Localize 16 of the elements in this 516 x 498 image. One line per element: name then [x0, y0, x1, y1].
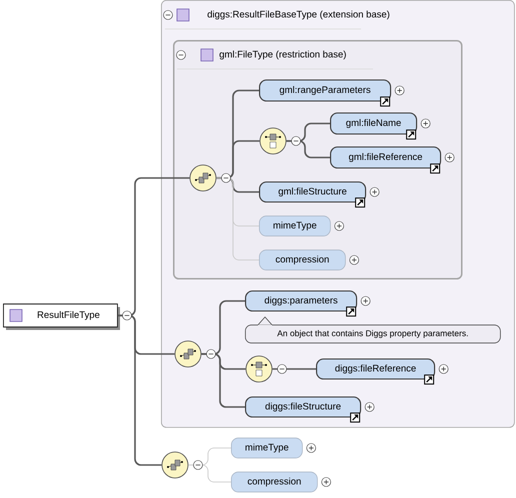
element-box: gml:fileName [330, 112, 418, 135]
connector-line [216, 178, 260, 260]
documentation-callout: An object that contains Diggs property parameters. [245, 316, 501, 344]
element-box: gml:rangeParameters [259, 79, 392, 102]
element-box: mimeType [259, 216, 331, 236]
element-box: mimeType [231, 438, 303, 458]
connector-line [118, 314, 162, 466]
connector-line [201, 353, 245, 408]
element-box: compression [259, 250, 346, 270]
element-box: compression [231, 472, 318, 492]
element-box: gml:fileStructure [259, 181, 366, 203]
element-box: diggs:fileStructure [245, 396, 362, 418]
element-box: gml:fileReference [330, 146, 442, 169]
type-box: ResultFileType [3, 304, 120, 330]
element-box: diggs:fileReference [316, 358, 436, 380]
element-box: diggs:parameters [245, 290, 358, 312]
